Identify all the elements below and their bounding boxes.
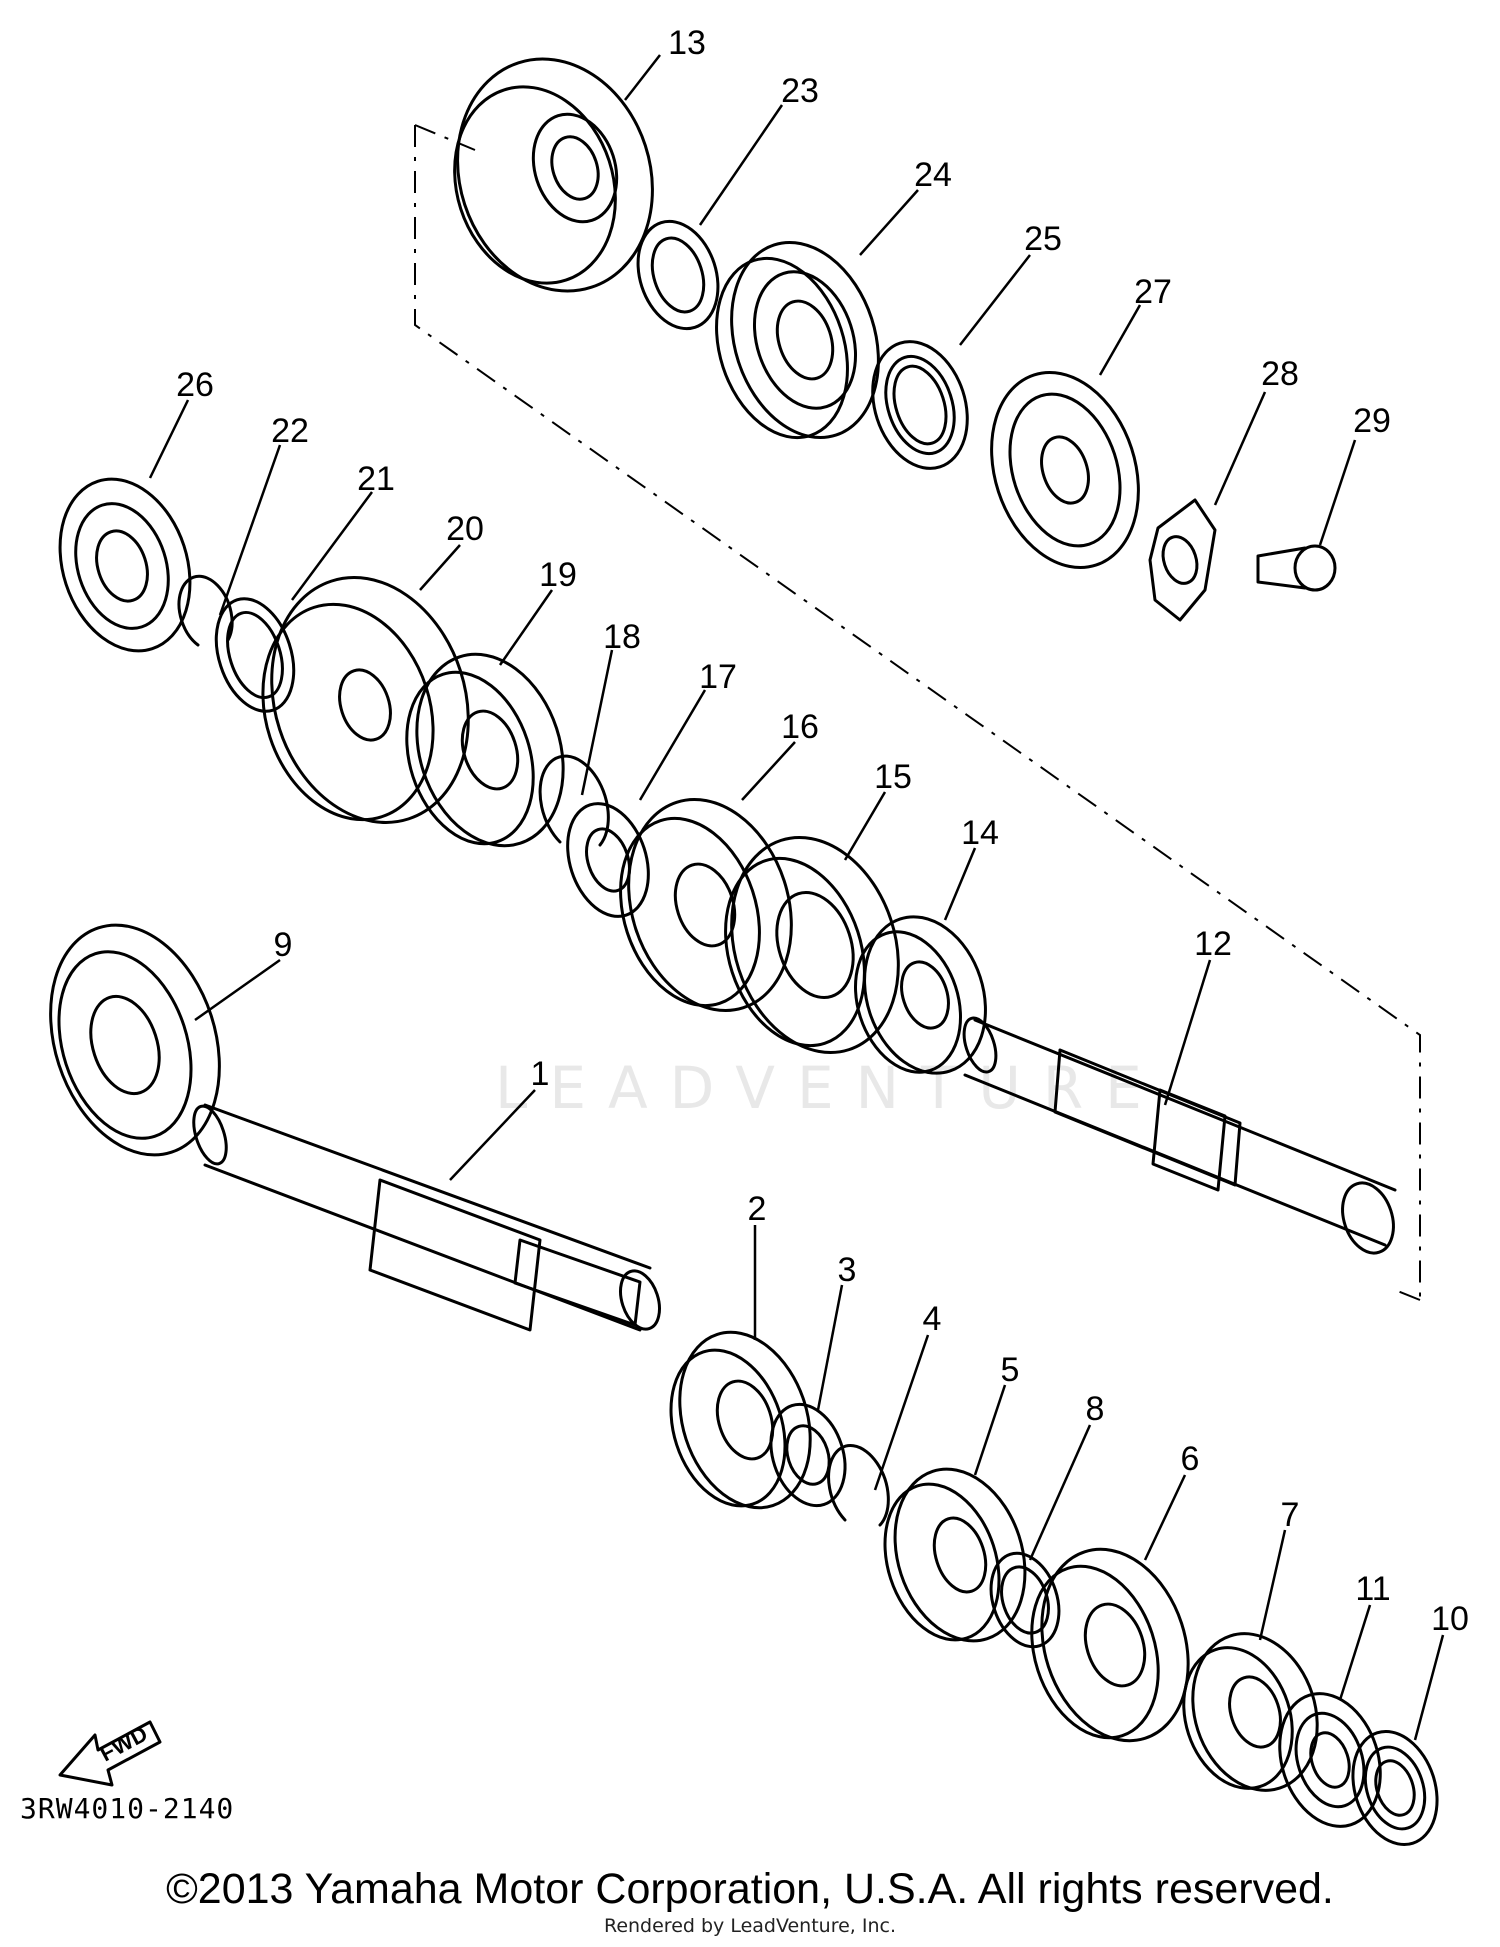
callout-18: 18 [603, 618, 641, 656]
part-9-bearing [49, 923, 221, 1157]
callout-27: 27 [1134, 273, 1172, 311]
part-27-drive-sprocket [990, 370, 1140, 570]
callout-29: 29 [1353, 402, 1391, 440]
callout-20: 20 [446, 510, 484, 548]
callout-16: 16 [781, 708, 819, 746]
part-22-circlip [177, 574, 234, 647]
part-21-washer [214, 597, 296, 713]
part-14-gear [853, 915, 987, 1075]
part-5-gear [883, 1467, 1027, 1643]
part-12-drive-axle [962, 1016, 1397, 1255]
callout-19: 19 [539, 556, 577, 594]
watermark: LEADVENTURE [495, 1054, 1164, 1122]
callout-21: 21 [357, 460, 395, 498]
part-3-washer [769, 1402, 847, 1508]
part-19-gear [405, 652, 565, 848]
copyright-notice: ©2013 Yamaha Motor Corporation, U.S.A. A… [166, 1865, 1334, 1913]
part-18-circlip [538, 754, 610, 847]
document-number: 3RW4010-2140 [20, 1792, 235, 1825]
callout-3: 3 [838, 1251, 857, 1289]
callout-26: 26 [176, 366, 214, 404]
callout-28: 28 [1261, 355, 1299, 393]
bracket-tick-bottom [1394, 1289, 1421, 1301]
callout-14: 14 [961, 814, 999, 852]
callout-23: 23 [781, 72, 819, 110]
part-1-main-axle [192, 1103, 661, 1332]
callouts: 13 23 24 25 27 28 29 26 22 21 20 19 18 1… [176, 24, 1469, 1638]
part-28-lock-washer [1148, 498, 1217, 622]
part-26-bearing [58, 477, 192, 653]
callout-8: 8 [1086, 1390, 1105, 1428]
callout-1: 1 [531, 1055, 550, 1093]
callout-12: 12 [1194, 925, 1232, 963]
part-24-bearing [715, 240, 880, 440]
part-2-gear [669, 1330, 812, 1510]
callout-15: 15 [874, 758, 912, 796]
callout-25: 25 [1024, 220, 1062, 258]
rendered-by-notice: Rendered by LeadVenture, Inc. [603, 1915, 897, 1937]
part-25-oil-seal [871, 340, 969, 470]
part-20-gear [261, 576, 470, 824]
callout-10: 10 [1431, 1600, 1469, 1638]
part-29-bolt [1256, 544, 1337, 592]
callout-7: 7 [1281, 1496, 1300, 1534]
part-4-circlip [827, 1444, 890, 1527]
part-7-gear [1182, 1632, 1319, 1792]
part-15-gear [724, 836, 900, 1054]
fwd-arrow-icon: FWD [58, 1720, 162, 1787]
callout-13: 13 [668, 24, 706, 62]
leader-lines [148, 54, 1445, 1741]
callout-24: 24 [914, 156, 952, 194]
part-11-bearing [1278, 1692, 1382, 1828]
callout-2: 2 [748, 1190, 767, 1228]
callout-17: 17 [699, 658, 737, 696]
subassembly-bracket [414, 125, 1421, 1300]
part-13-gear [453, 57, 654, 293]
callout-22: 22 [271, 412, 309, 450]
fwd-label: FWD [96, 1721, 152, 1767]
callout-11: 11 [1355, 1570, 1390, 1608]
part-6-gear [1030, 1547, 1190, 1743]
callout-5: 5 [1001, 1351, 1020, 1389]
part-23-washer [636, 219, 720, 331]
callout-6: 6 [1181, 1440, 1200, 1478]
part-10-oil-seal [1351, 1729, 1439, 1847]
callout-9: 9 [274, 926, 293, 964]
callout-4: 4 [923, 1300, 942, 1338]
bracket-tick-top [414, 124, 476, 151]
